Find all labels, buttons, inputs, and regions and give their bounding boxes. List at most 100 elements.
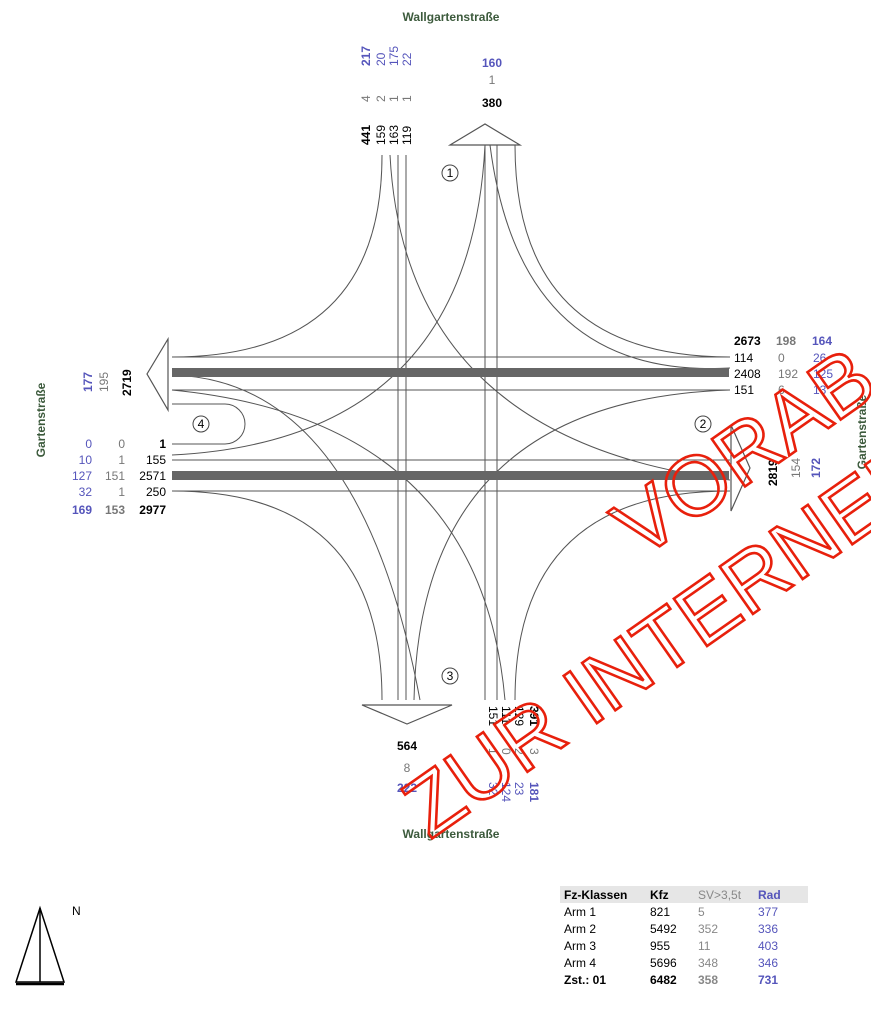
west-kfz-value: 250: [146, 485, 166, 499]
arm-number-1: 1: [447, 166, 454, 180]
legend-rad: 403: [758, 938, 779, 953]
east-out-sv: 154: [789, 458, 803, 478]
north-out-rad: 160: [482, 56, 502, 70]
legend-row: Arm 2 5492 352 336: [560, 920, 808, 937]
east-out-rad: 172: [809, 458, 823, 478]
south-kfz-value: 129: [512, 706, 526, 726]
west-kfz-value: 1: [159, 437, 166, 451]
arm-circle: [694, 415, 712, 433]
legend-total-label: Zst.: 01: [564, 972, 607, 987]
east-kfz-total: 2673: [734, 334, 761, 348]
north-kfz-values: 441 159 163 119: [359, 125, 414, 145]
arm-marker-3: 3: [441, 667, 459, 685]
south-rad-value: 32: [486, 782, 500, 796]
east-sv-total: 198: [776, 334, 796, 348]
legend-label: Arm 2: [564, 921, 597, 936]
north-arrow: N: [14, 904, 81, 986]
west-rad-value: 32: [79, 485, 93, 499]
south-sv-total: 3: [527, 748, 541, 755]
east-in-rows: 2673 198 164 114 0 26 2408 192 125 151 6…: [734, 334, 833, 397]
west-rad-value: 0: [85, 437, 92, 451]
legend-kfz: 5492: [650, 921, 677, 936]
watermark: VORAB ZUR INTERNEN: [385, 328, 871, 856]
arm-marker-1: 1: [441, 164, 459, 182]
main-flow-bar-westbound: [172, 368, 729, 377]
legend-total-row: Zst.: 01 6482 358 731: [560, 971, 808, 988]
north-sv-total: 4: [359, 95, 373, 102]
arm-circle: [441, 667, 459, 685]
south-sv-values: 1 0 2 3: [486, 748, 541, 755]
north-rad-value: 20: [374, 52, 388, 66]
main-flow-bar-eastbound: [172, 471, 729, 480]
west-out-kfz: 2719: [120, 369, 134, 396]
north-kfz-value: 163: [387, 125, 401, 145]
west-in-rows: 0 0 1 10 1 155 127 151 2571 32 1 250 169…: [72, 437, 166, 517]
legend-row: Arm 3 955 11 403: [560, 937, 808, 954]
outgoing-arrow-south: [361, 704, 453, 725]
legend-header: Rad: [758, 887, 781, 902]
west-rad-total: 169: [72, 503, 92, 517]
south-kfz-value: 111: [499, 706, 513, 725]
north-sv-value: 1: [400, 95, 414, 102]
legend-label: Arm 3: [564, 938, 597, 953]
outgoing-arrow-north: [447, 123, 523, 146]
legend-total-kfz: 6482: [650, 972, 677, 987]
arm-marker-4: 4: [192, 415, 210, 433]
east-rad-value: 26: [813, 351, 827, 365]
road-curve: [171, 389, 506, 701]
south-kfz-total: 391: [527, 706, 541, 726]
south-kfz-value: 151: [486, 706, 500, 726]
west-sv-value: 1: [118, 453, 125, 467]
legend-row: Arm 4 5696 348 346: [560, 954, 808, 971]
road-curve: [171, 154, 383, 358]
legend-total-rad: 731: [758, 972, 779, 987]
south-sv-value: 0: [499, 748, 513, 755]
street-name-east: Gartenstraße: [855, 394, 869, 469]
south-out-rad: 222: [397, 781, 417, 795]
road-curve: [489, 144, 731, 370]
west-rad-value: 10: [79, 453, 93, 467]
south-rad-total: 181: [527, 782, 541, 802]
east-kfz-value: 151: [734, 383, 754, 397]
west-kfz-value: 2571: [139, 469, 166, 483]
south-kfz-values: 151 111 129 391: [486, 706, 541, 726]
north-out-kfz: 380: [482, 96, 502, 110]
east-rad-value: 125: [813, 367, 833, 381]
arm-circle: [192, 415, 210, 433]
south-out-kfz: 564: [397, 739, 417, 753]
legend-kfz: 821: [650, 904, 671, 919]
south-rad-values: 32 124 23 181: [486, 782, 541, 802]
west-sv-total: 153: [105, 503, 125, 517]
south-sv-value: 1: [486, 748, 500, 755]
road-curve: [171, 144, 486, 456]
west-out-sv: 195: [97, 372, 111, 392]
legend-label: Arm 4: [564, 955, 597, 970]
south-rad-value: 124: [499, 782, 513, 802]
west-kfz-value: 155: [146, 453, 166, 467]
east-out-kfz: 2819: [766, 459, 780, 486]
north-arrow-label: N: [72, 904, 81, 918]
road-curve: [171, 490, 383, 701]
west-sv-value: 0: [118, 437, 125, 451]
west-sv-value: 151: [105, 469, 125, 483]
road-curve: [514, 144, 731, 358]
legend-header: Fz-Klassen: [564, 887, 628, 902]
east-rad-total: 164: [812, 334, 832, 348]
south-out-sv: 8: [404, 761, 411, 775]
legend-header: Kfz: [650, 887, 669, 902]
north-kfz-total: 441: [359, 125, 373, 145]
arm-circle: [441, 164, 459, 182]
east-sv-value: 6: [778, 383, 785, 397]
legend-total-sv: 358: [698, 972, 719, 987]
legend-sv: 348: [698, 955, 719, 970]
south-sv-value: 2: [512, 748, 526, 755]
road-curve: [171, 374, 421, 701]
road-curve: [514, 490, 731, 701]
legend-rad: 346: [758, 955, 779, 970]
outgoing-arrow-east: [730, 424, 751, 512]
legend-label: Arm 1: [564, 904, 597, 919]
legend-header: SV>3,5t: [698, 887, 742, 902]
north-kfz-value: 119: [400, 126, 414, 145]
west-out-rad: 177: [81, 372, 95, 392]
arm-marker-2: 2: [694, 415, 712, 433]
